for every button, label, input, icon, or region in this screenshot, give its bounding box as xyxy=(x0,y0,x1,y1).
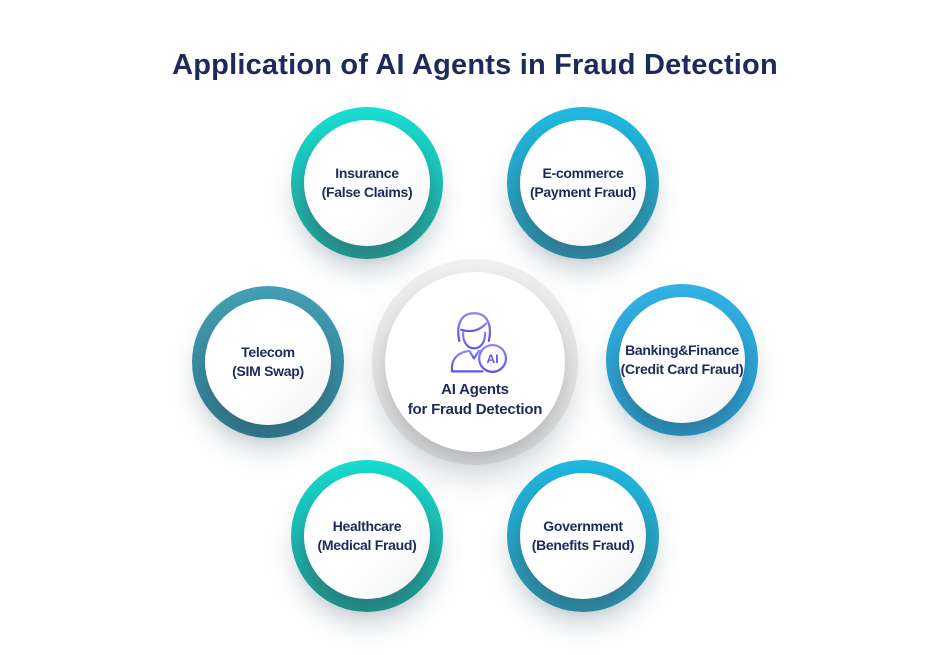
node-banking-face: Banking&Finance (Credit Card Fraud) xyxy=(619,297,745,423)
center-label-line1: AI Agents xyxy=(441,380,509,398)
node-government: Government (Benefits Fraud) xyxy=(507,460,659,612)
node-healthcare-label: Healthcare (Medical Fraud) xyxy=(318,517,417,555)
node-ecommerce-label: E-commerce (Payment Fraud) xyxy=(530,164,636,202)
node-insurance-line2: (False Claims) xyxy=(321,184,413,200)
center-label: AI Agents for Fraud Detection xyxy=(408,380,543,421)
node-telecom-face: Telecom (SIM Swap) xyxy=(205,299,331,425)
node-center-hub: AI AI Agents for Fraud Detection xyxy=(372,259,578,465)
node-healthcare-line2: (Medical Fraud) xyxy=(317,537,417,553)
ai-badge-label: AI xyxy=(487,352,499,366)
node-telecom-label: Telecom (SIM Swap) xyxy=(232,343,304,381)
node-healthcare: Healthcare (Medical Fraud) xyxy=(291,460,443,612)
page-title: Application of AI Agents in Fraud Detect… xyxy=(172,49,778,81)
node-insurance-label: Insurance (False Claims) xyxy=(322,164,413,202)
node-insurance-face: Insurance (False Claims) xyxy=(304,120,430,246)
node-healthcare-line1: Healthcare xyxy=(332,518,402,535)
node-ecommerce-line1: E-commerce xyxy=(542,165,624,182)
node-ecommerce: E-commerce (Payment Fraud) xyxy=(507,107,659,259)
node-government-label: Government (Benefits Fraud) xyxy=(532,517,635,555)
node-banking-line2: (Credit Card Fraud) xyxy=(620,361,744,377)
ai-agent-person-icon: AI xyxy=(450,311,508,373)
node-government-face: Government (Benefits Fraud) xyxy=(520,473,646,599)
node-banking: Banking&Finance (Credit Card Fraud) xyxy=(606,284,758,436)
node-banking-label: Banking&Finance (Credit Card Fraud) xyxy=(621,341,744,379)
node-government-line1: Government xyxy=(543,518,623,535)
node-healthcare-face: Healthcare (Medical Fraud) xyxy=(304,473,430,599)
node-center-face: AI AI Agents for Fraud Detection xyxy=(385,272,565,452)
node-insurance: Insurance (False Claims) xyxy=(291,107,443,259)
node-government-line2: (Benefits Fraud) xyxy=(531,537,635,553)
node-telecom-line1: Telecom xyxy=(241,344,295,361)
node-banking-line1: Banking&Finance xyxy=(625,342,739,359)
center-label-line2: for Fraud Detection xyxy=(407,401,543,418)
node-telecom: Telecom (SIM Swap) xyxy=(192,286,344,438)
node-telecom-line2: (SIM Swap) xyxy=(232,363,304,379)
node-ecommerce-face: E-commerce (Payment Fraud) xyxy=(520,120,646,246)
node-insurance-line1: Insurance xyxy=(335,165,399,182)
node-ecommerce-line2: (Payment Fraud) xyxy=(530,184,636,200)
